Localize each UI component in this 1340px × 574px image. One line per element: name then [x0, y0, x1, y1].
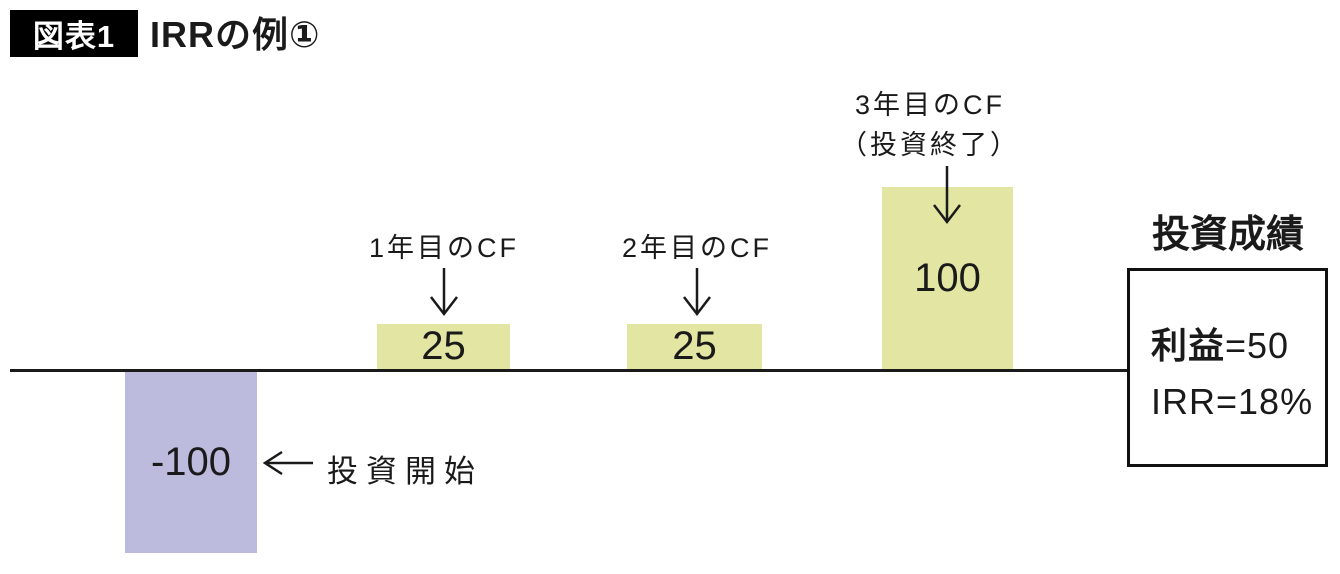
bar-year2-cf: 25 [627, 324, 762, 369]
down-arrow-icon [683, 268, 711, 317]
result-panel-box: 利益=50 IRR=18% [1127, 268, 1328, 467]
bar-value: 25 [672, 324, 717, 368]
label-year3-line1: 3年目のCF [854, 90, 1005, 120]
label-year1-cf: 1年目のCF [368, 233, 519, 263]
figure-badge-label: 図表1 [32, 19, 116, 54]
bar-initial-investment: -100 [125, 372, 257, 553]
profit-line: 利益=50 [1151, 317, 1289, 369]
bar-value: 100 [914, 255, 981, 300]
down-arrow-icon [430, 268, 458, 317]
bar-year3-cf: 100 [882, 187, 1013, 369]
bar-value: 25 [421, 324, 466, 368]
label-year3-line2: （投資終了） [840, 130, 1020, 160]
irr-line: IRR=18% [1151, 381, 1314, 422]
profit-value: =50 [1225, 325, 1290, 366]
profit-label: 利益 [1151, 325, 1226, 366]
axis-line [10, 369, 1128, 372]
result-panel-heading: 投資成績 [1151, 214, 1304, 256]
label-year2-cf: 2年目のCF [621, 233, 772, 263]
bar-value: -100 [150, 440, 232, 484]
figure-badge: 図表1 [10, 10, 138, 57]
figure-title: IRRの例① [150, 14, 321, 55]
left-arrow-icon [262, 450, 313, 476]
label-investment-start: 投資開始 [327, 454, 483, 489]
bar-year1-cf: 25 [377, 324, 510, 369]
label-year3-cf: 3年目のCF （投資終了） [790, 85, 1070, 165]
